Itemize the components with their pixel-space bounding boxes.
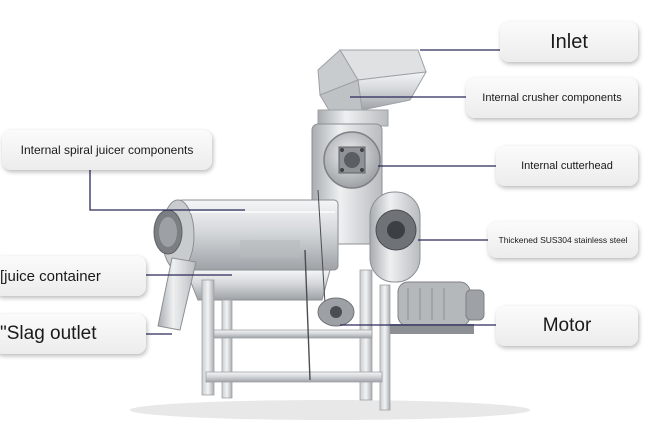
label-cutterhead: Internal cutterhead: [496, 146, 638, 186]
frame: [201, 189, 391, 411]
label-motor-text: Motor: [542, 315, 592, 336]
leader-spiral: [89, 167, 245, 211]
label-crusher-text: Internal crusher components: [482, 92, 622, 104]
spiral-drum: [153, 199, 339, 271]
belt-guard: [369, 191, 421, 283]
label-spiral-text: Internal spiral juicer components: [20, 143, 194, 157]
slag-outlet-chute: [157, 257, 197, 331]
label-spiral: Internal spiral juicer components: [2, 130, 212, 170]
label-inlet: Inlet: [500, 22, 638, 62]
motor: [317, 281, 485, 334]
label-cutterhead-text: Internal cutterhead: [521, 160, 613, 172]
juice-container: [185, 269, 331, 301]
label-inlet-text: Inlet: [550, 30, 588, 53]
label-juice-container-text: [juice container: [0, 267, 101, 285]
label-motor: Motor: [496, 306, 638, 346]
label-stainless: Thickened SUS304 stainless steel: [488, 222, 638, 258]
ground-shadow: [130, 400, 530, 420]
label-slag-outlet-text: "Slag outlet: [0, 323, 97, 344]
label-crusher: Internal crusher components: [466, 78, 638, 118]
label-juice-container: [juice container: [0, 256, 146, 296]
hopper: [317, 49, 427, 127]
label-stainless-text: Thickened SUS304 stainless steel: [498, 235, 628, 245]
label-slag-outlet: "Slag outlet: [0, 314, 146, 354]
